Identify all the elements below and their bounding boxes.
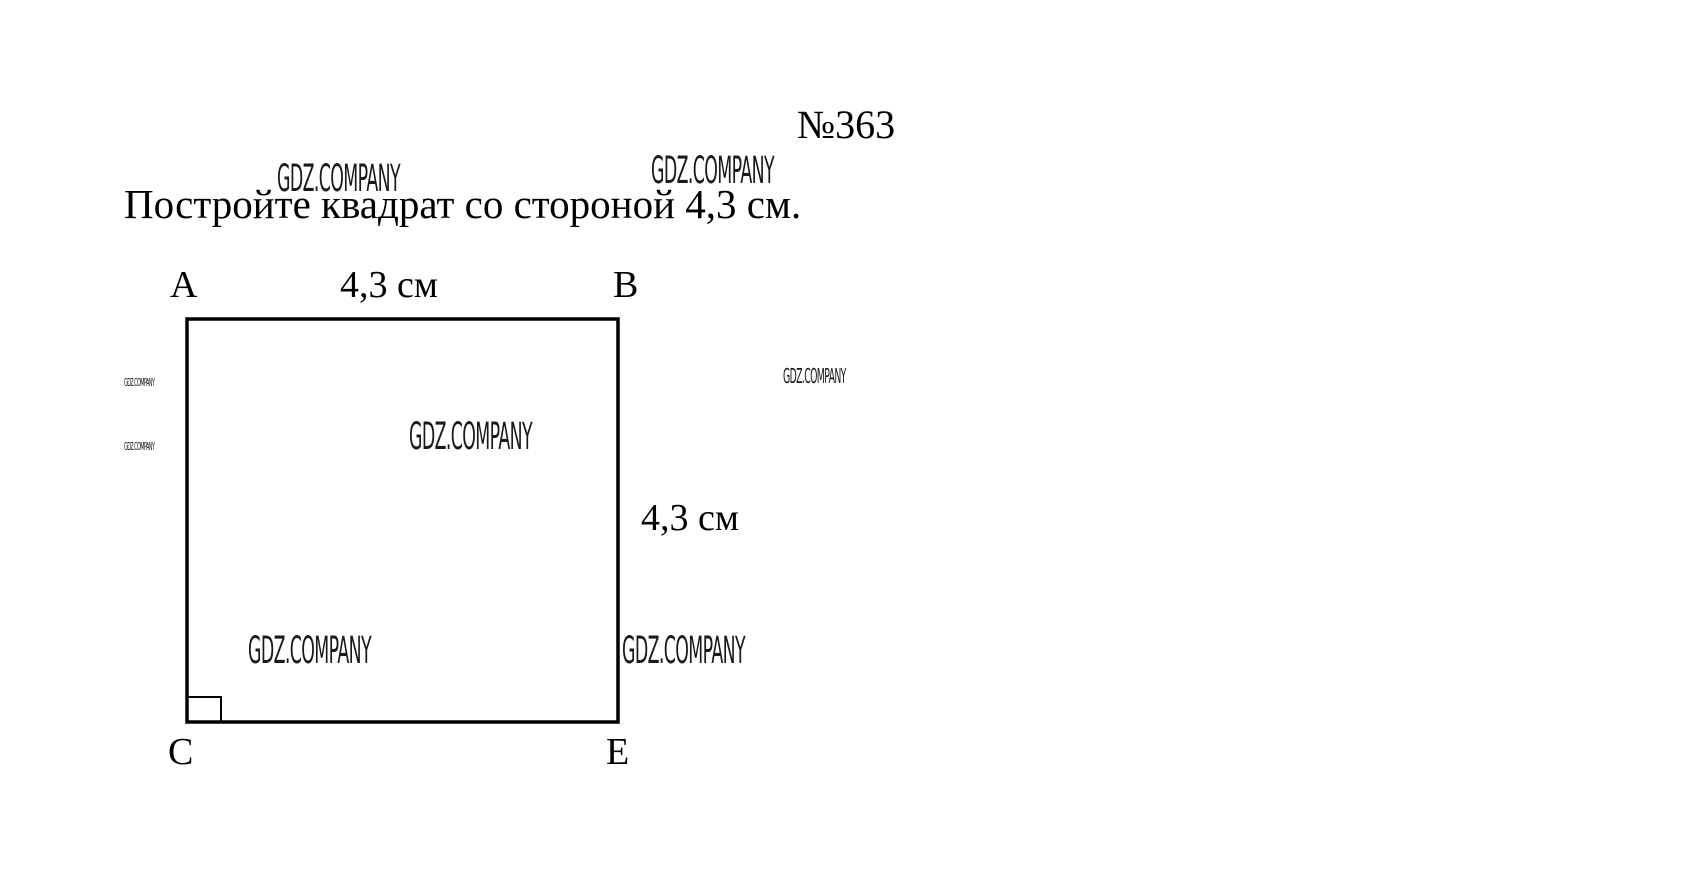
watermark: GDZ.COMPANY xyxy=(248,627,372,673)
vertex-label-c: C xyxy=(168,731,194,773)
watermark: GDZ.COMPANY xyxy=(622,627,746,673)
problem-number: №363 xyxy=(797,102,896,147)
watermark: GDZ.COMPANY xyxy=(124,376,155,389)
top-side-length-label: 4,3 см xyxy=(340,264,438,306)
watermark: GDZ.COMPANY xyxy=(651,147,775,193)
watermark: GDZ.COMPANY xyxy=(277,155,401,201)
watermark: GDZ.COMPANY xyxy=(783,364,846,389)
vertex-label-e: E xyxy=(606,731,630,773)
watermark: GDZ.COMPANY xyxy=(409,413,533,459)
vertex-label-b: B xyxy=(613,264,639,306)
vertex-label-a: A xyxy=(170,264,198,306)
right-side-length-label: 4,3 см xyxy=(641,497,739,539)
problem-statement: Постройте квадрат со стороной 4,3 см. xyxy=(124,181,802,227)
square-ACEB xyxy=(185,317,620,724)
watermark: GDZ.COMPANY xyxy=(124,440,155,453)
right-angle-marker xyxy=(186,696,222,723)
